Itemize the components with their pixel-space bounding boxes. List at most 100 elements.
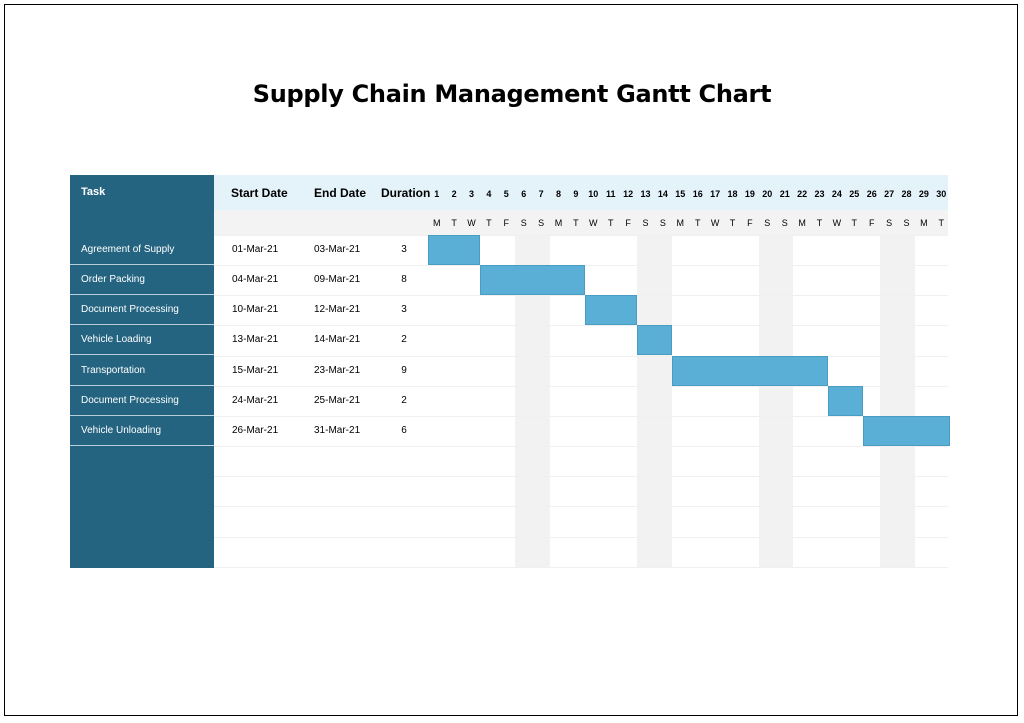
end-date-cell: 23-Mar-21 (314, 364, 361, 376)
task-name: Agreement of Supply (70, 235, 214, 265)
day-number: 23 (814, 189, 825, 199)
row-gridline (214, 446, 948, 448)
task-header: Task (81, 186, 106, 198)
end-date-header: End Date (314, 186, 367, 200)
weekday-letter: S (886, 218, 893, 228)
duration-cell: 3 (401, 244, 407, 255)
task-name: Document Processing (70, 295, 214, 326)
weekday-letter: T (938, 218, 945, 228)
day-number: 6 (521, 189, 527, 199)
row-gridline (214, 385, 948, 387)
start-date-cell: 01-Mar-21 (232, 244, 279, 255)
day-number: 22 (797, 189, 808, 199)
row-gridline (214, 566, 948, 568)
header-band (214, 175, 948, 210)
day-number: 10 (588, 189, 599, 199)
day-number: 4 (486, 189, 492, 199)
day-number: 13 (640, 189, 651, 199)
day-number: 28 (901, 189, 912, 199)
weekday-letter: F (503, 218, 510, 228)
weekday-letter: F (747, 218, 753, 228)
start-date-cell: 26-Mar-21 (232, 424, 279, 436)
start-date-cell: 24-Mar-21 (232, 394, 279, 406)
weekday-letter: S (903, 218, 910, 228)
weekday-letter: W (710, 218, 720, 228)
day-number: 18 (727, 189, 738, 199)
weekday-letter: W (832, 218, 842, 228)
day-number: 2 (451, 189, 457, 199)
duration-cell: 6 (401, 424, 407, 436)
row-gridline (214, 536, 948, 538)
start-date-cell: 15-Mar-21 (232, 364, 279, 376)
day-number: 3 (468, 189, 474, 199)
day-number: 27 (884, 189, 895, 199)
weekday-letter: F (625, 218, 631, 228)
weekday-letter: T (451, 218, 457, 228)
row-gridline (214, 235, 948, 236)
gantt-bar[interactable] (584, 295, 637, 326)
duration-header: Duration (381, 186, 431, 200)
end-date-cell: 31-Mar-21 (314, 424, 361, 436)
weekday-letter: M (676, 218, 685, 228)
duration-cell: 3 (401, 304, 407, 316)
task-name: Order Packing (70, 265, 214, 296)
weekday-letter: W (589, 218, 598, 228)
weekday-letter: T (729, 218, 736, 228)
gantt-bar[interactable] (863, 415, 950, 446)
weekend-shade (897, 235, 916, 568)
day-number: 14 (657, 189, 668, 199)
weekday-letter: S (520, 218, 527, 228)
day-number: 30 (936, 189, 947, 199)
weekday-band (214, 210, 948, 235)
gantt-bar[interactable] (480, 265, 585, 296)
duration-cell: 8 (401, 274, 407, 286)
weekend-shade (758, 235, 776, 568)
row-gridline (214, 295, 948, 297)
day-number: 8 (555, 189, 561, 199)
day-number: 20 (762, 189, 773, 199)
end-date-cell: 14-Mar-21 (314, 334, 361, 346)
weekday-letter: S (764, 218, 771, 228)
weekday-letter: S (659, 218, 666, 228)
weekday-letter: T (607, 218, 614, 228)
weekday-letter: S (781, 218, 788, 228)
day-number: 5 (503, 189, 509, 199)
day-number: 29 (918, 189, 929, 199)
duration-cell: 9 (401, 364, 407, 376)
day-number: 12 (623, 189, 634, 199)
gantt-bar[interactable] (636, 325, 672, 356)
weekday-letter: T (851, 218, 858, 228)
weekday-letter: T (694, 218, 701, 228)
task-name: Vehicle Unloading (70, 416, 214, 446)
day-number: 21 (779, 189, 790, 199)
row-gridline (214, 506, 948, 508)
start-date-cell: 13-Mar-21 (232, 334, 279, 346)
start-date-header: Start Date (231, 186, 288, 200)
end-date-cell: 09-Mar-21 (314, 274, 361, 286)
weekday-letter: T (486, 218, 492, 228)
weekday-letter: M (920, 218, 928, 228)
row-gridline (214, 476, 948, 478)
weekend-shade (654, 235, 672, 568)
start-date-cell: 10-Mar-21 (232, 304, 279, 316)
weekday-letter: T (816, 218, 823, 228)
duration-cell: 2 (401, 334, 407, 346)
end-date-cell: 12-Mar-21 (314, 304, 361, 316)
gantt-bar[interactable] (828, 385, 863, 416)
task-name: Vehicle Loading (70, 325, 214, 356)
end-date-cell: 25-Mar-21 (314, 394, 361, 406)
task-column (70, 175, 214, 568)
day-number: 9 (573, 189, 579, 199)
weekday-letter: T (573, 218, 579, 228)
weekend-shade (776, 235, 794, 568)
gantt-bar[interactable] (671, 355, 829, 386)
task-name: Document Processing (70, 386, 214, 416)
weekend-shade (880, 235, 898, 568)
duration-cell: 2 (401, 394, 407, 406)
day-number: 11 (605, 189, 616, 199)
gantt-bar[interactable] (428, 235, 481, 265)
row-gridline (214, 415, 948, 417)
weekday-letter: S (642, 218, 649, 228)
weekday-letter: M (432, 218, 441, 228)
weekend-shade (636, 235, 655, 568)
